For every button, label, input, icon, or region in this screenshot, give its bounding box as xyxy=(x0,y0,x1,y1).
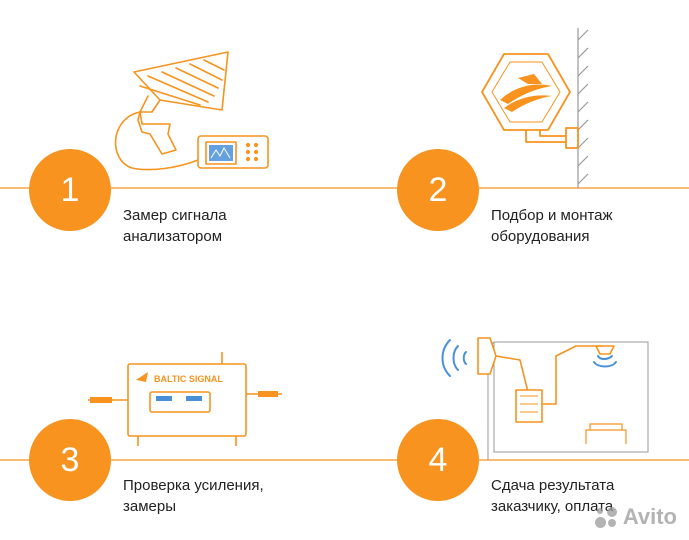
step-4-number: 4 xyxy=(428,440,448,479)
step-2-number: 2 xyxy=(428,170,448,209)
step-3-circle: 3 xyxy=(29,419,111,501)
step-4-circle: 4 xyxy=(397,419,479,501)
step-1-caption: Замер сигнала анализатором xyxy=(123,207,227,245)
step-4-caption: Сдача результата заказчику, оплата xyxy=(491,477,615,515)
watermark-text: Avito xyxy=(622,504,677,529)
avito-watermark: Avito xyxy=(593,504,677,530)
step-3-number: 3 xyxy=(60,440,80,479)
step-1-circle: 1 xyxy=(29,149,111,231)
step-2-caption: Подбор и монтаж оборудования xyxy=(491,207,613,245)
step-1-number: 1 xyxy=(60,170,80,209)
device-brand-label: BALTIC SIGNAL xyxy=(154,374,223,384)
step-2-circle: 2 xyxy=(397,149,479,231)
avito-logo-icon xyxy=(593,505,619,529)
step-3-caption: Проверка усиления, замеры xyxy=(123,477,264,515)
